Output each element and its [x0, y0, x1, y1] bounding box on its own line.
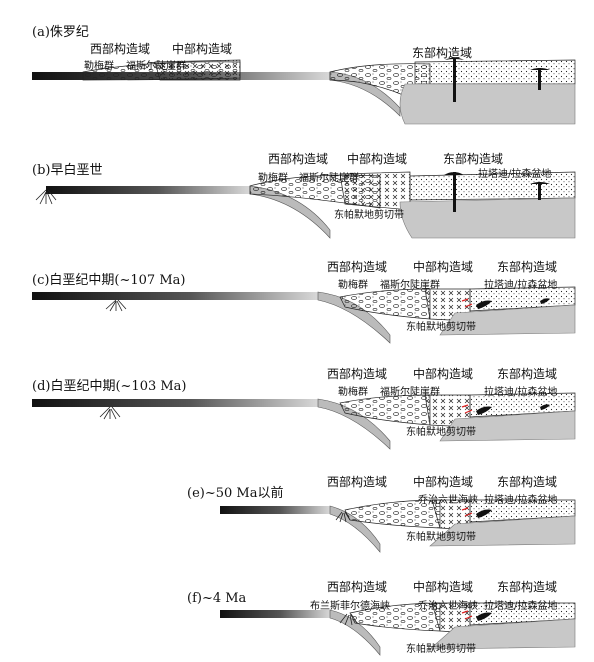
sub-shear: 东帕默地剪切带 — [334, 210, 404, 221]
oceanic-slab — [32, 292, 318, 300]
oceanic-slab — [220, 506, 330, 514]
basement-block — [429, 515, 576, 547]
panel-title: (d)白垩纪中期(~103 Ma) — [32, 379, 187, 394]
label-east: 东部构造域 — [497, 475, 558, 489]
label-west: 西部构造域 — [327, 580, 388, 594]
oceanic-slab — [220, 610, 330, 618]
fault-marker — [461, 610, 473, 620]
intrusion-small — [540, 404, 550, 410]
label-central: 中部构造域 — [347, 152, 408, 166]
intrusion — [476, 406, 492, 415]
spreading-ridge-icon — [35, 189, 57, 205]
label-west: 西部构造域 — [327, 260, 388, 274]
intrusion-small — [540, 298, 550, 304]
basement-block — [399, 83, 576, 125]
label-east: 东部构造域 — [497, 580, 558, 594]
panel-a-section — [32, 57, 576, 125]
panel-d-section — [32, 392, 576, 450]
sub-right: 拉塔迪/拉森盆地 — [484, 495, 558, 506]
panel-b-section — [35, 171, 576, 239]
sub-left: 勒梅群 — [338, 387, 368, 398]
intrusion — [530, 182, 550, 200]
panel-c: (c)白垩纪中期(~107 Ma) 西部构造域 中部构造域 东部构造域 勒梅群 … — [0, 255, 594, 355]
sub-right: 拉塔迪/拉森盆地 — [484, 601, 558, 612]
sub-left: 勒梅群 — [84, 61, 114, 72]
panel-title: (a)侏罗纪 — [32, 25, 89, 40]
basement-block — [439, 410, 576, 442]
intrusion — [476, 509, 492, 518]
label-east: 东部构造域 — [497, 260, 558, 274]
sub-right: 拉塔迪/拉森盆地 — [478, 169, 552, 180]
basement-block — [399, 197, 576, 239]
sub-right: 拉塔迪/拉森盆地 — [484, 387, 558, 398]
label-east: 东部构造域 — [412, 46, 473, 60]
trench-icon — [339, 613, 358, 626]
panel-title: (c)白垩纪中期(~107 Ma) — [32, 273, 186, 288]
basement-block — [439, 304, 576, 336]
panel-f: (f)~4 Ma 西部构造域 中部构造域 东部构造域 布兰斯菲尔德海峡 乔治六世… — [0, 575, 594, 662]
sub-mid: 福斯尔陡崖群 — [380, 387, 440, 398]
sub-shear: 东帕默地剪切带 — [406, 427, 476, 438]
panel-title: (e)~50 Ma以前 — [187, 486, 284, 501]
panel-title: (b)早白垩世 — [32, 163, 103, 178]
intrusion — [476, 612, 492, 621]
label-central: 中部构造域 — [172, 42, 233, 56]
panel-b: (b)早白垩世 西部构造域 中部构造域 东部构造域 勒梅群 福斯尔陡崖群 拉塔迪… — [0, 138, 594, 250]
intrusion — [476, 300, 492, 309]
volcanic-plume — [445, 57, 464, 102]
basement-block — [429, 618, 576, 650]
spreading-ridge-icon — [105, 299, 127, 312]
sub-mid: 福斯尔陡崖群 — [380, 280, 440, 291]
intrusion — [530, 68, 550, 90]
sub-left: 布兰斯菲尔德海峡 — [310, 601, 390, 612]
panel-a: (a)侏罗纪 西部构造域 中部构造域 东部构造域 勒梅群 福斯尔陡崖群 — [0, 0, 594, 130]
label-central: 中部构造域 — [413, 580, 474, 594]
fault-marker — [461, 298, 473, 308]
label-east: 东部构造域 — [497, 367, 558, 381]
sub-left: 勒梅群 — [338, 280, 368, 291]
label-central: 中部构造域 — [413, 260, 474, 274]
sub-shear: 东帕默地剪切带 — [406, 532, 476, 543]
eastern-basin — [414, 59, 576, 85]
sub-shear: 东帕默地剪切带 — [406, 644, 476, 655]
label-east: 东部构造域 — [443, 152, 504, 166]
label-west: 西部构造域 — [327, 367, 388, 381]
volcanic-plume — [444, 172, 464, 212]
subducting-slab-tail — [329, 609, 381, 656]
label-west: 西部构造域 — [90, 42, 151, 56]
sub-mid: 福斯尔陡崖群 — [126, 61, 186, 72]
panel-d: (d)白垩纪中期(~103 Ma) 西部构造域 中部构造域 东部构造域 勒梅群 … — [0, 363, 594, 463]
trench-icon — [335, 511, 351, 523]
fault-marker — [461, 507, 473, 517]
label-west: 西部构造域 — [268, 152, 329, 166]
sub-mid: 乔治六世海峡 — [418, 601, 478, 612]
sub-right: 拉塔迪/拉森盆地 — [484, 280, 558, 291]
label-central: 中部构造域 — [413, 367, 474, 381]
label-central: 中部构造域 — [413, 475, 474, 489]
sub-mid: 福斯尔陡崖群 — [299, 173, 359, 184]
oceanic-slab — [46, 186, 250, 194]
fault-marker — [461, 404, 473, 414]
panel-e-section — [220, 499, 576, 553]
fossil-bluff-group — [154, 59, 241, 81]
panel-title: (f)~4 Ma — [187, 591, 247, 606]
sub-left: 勒梅群 — [258, 173, 288, 184]
panel-f-section — [220, 602, 576, 656]
panel-e: (e)~50 Ma以前 西部构造域 中部构造域 东部构造域 乔治六世海峡 拉塔迪… — [0, 470, 594, 560]
oceanic-slab — [32, 399, 318, 407]
label-west: 西部构造域 — [327, 475, 388, 489]
sub-mid: 乔治六世海峡 — [418, 495, 478, 506]
spreading-ridge-icon — [99, 406, 121, 420]
sub-shear: 东帕默地剪切带 — [406, 322, 476, 333]
panel-c-section — [32, 286, 576, 344]
